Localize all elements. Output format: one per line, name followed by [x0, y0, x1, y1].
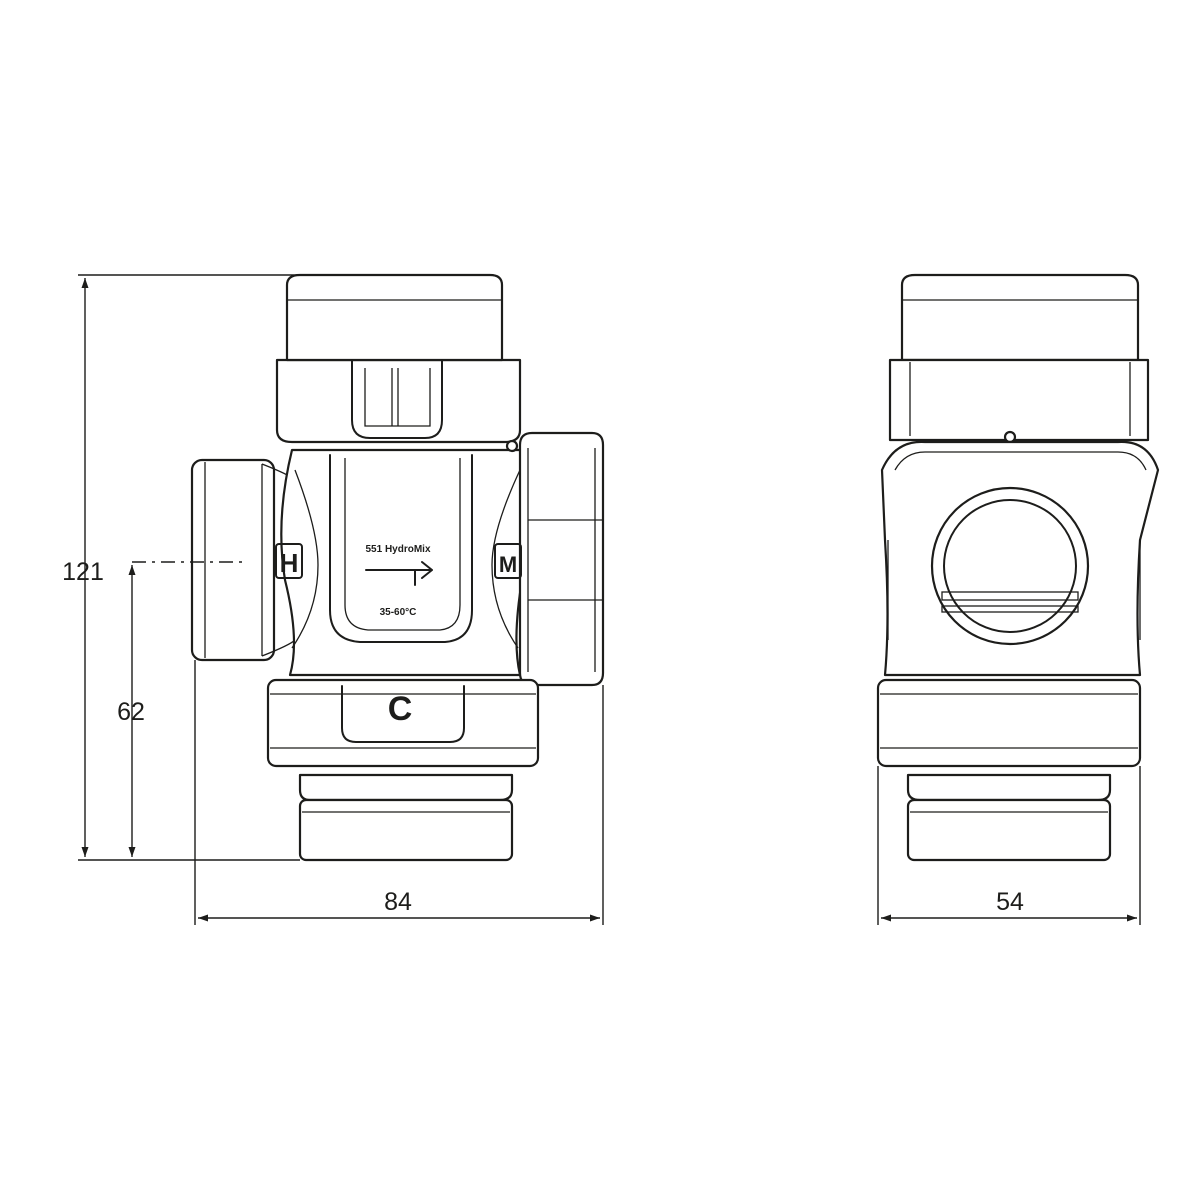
port-m-badge: [494, 543, 522, 579]
flow-arrow-icon: [365, 561, 433, 586]
port-m-label: M: [499, 552, 517, 577]
dim-port-height: 62: [117, 698, 145, 726]
side-view: [876, 273, 1160, 862]
dim-overall-height: 121: [62, 558, 104, 586]
temperature-range-label: 35-60°C: [380, 607, 417, 618]
valve-body: [280, 448, 530, 677]
dim-side-width: 54: [996, 888, 1024, 916]
port-c-connector: [266, 678, 540, 862]
front-view: H M C 551 HydroMix 35-60°C: [132, 273, 605, 862]
dimension-lines: [78, 274, 1141, 925]
side-port-opening: [930, 486, 1090, 646]
thermostatic-head: [275, 273, 522, 444]
dim-front-width: 84: [384, 888, 412, 916]
port-m-nut: [505, 431, 605, 687]
model-label: 551 HydroMix: [365, 544, 430, 555]
port-h-connector: [190, 458, 296, 662]
port-h-badge: [275, 543, 303, 579]
port-c-label: C: [388, 690, 413, 728]
port-h-label: H: [280, 548, 299, 578]
